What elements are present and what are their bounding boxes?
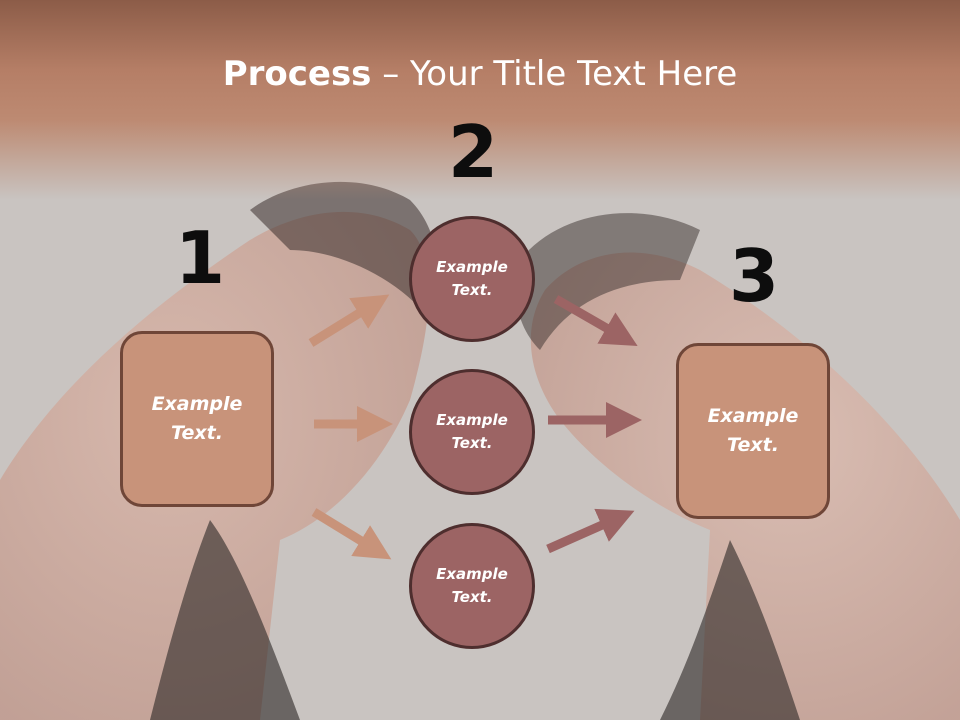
title-band	[0, 0, 960, 200]
circle-1: Example Text.	[409, 216, 535, 342]
arrow-left-to-circle-1	[308, 294, 390, 347]
step-number-3: 3	[728, 234, 780, 318]
circle-2: Example Text.	[409, 369, 535, 495]
title-bold: Process	[222, 54, 372, 94]
title-rest: – Your Title Text Here	[371, 54, 738, 94]
right-box: Example Text.	[676, 343, 830, 519]
step-number-2: 2	[447, 110, 499, 194]
arrow-circle-1-to-right	[553, 295, 638, 346]
arrow-circle-3-to-right	[546, 508, 635, 554]
step-number-1: 1	[174, 216, 226, 300]
slide-title: Process – Your Title Text Here	[0, 52, 960, 96]
left-box: Example Text.	[120, 331, 274, 507]
circle-3: Example Text.	[409, 523, 535, 649]
arrow-left-to-circle-3	[311, 508, 392, 560]
